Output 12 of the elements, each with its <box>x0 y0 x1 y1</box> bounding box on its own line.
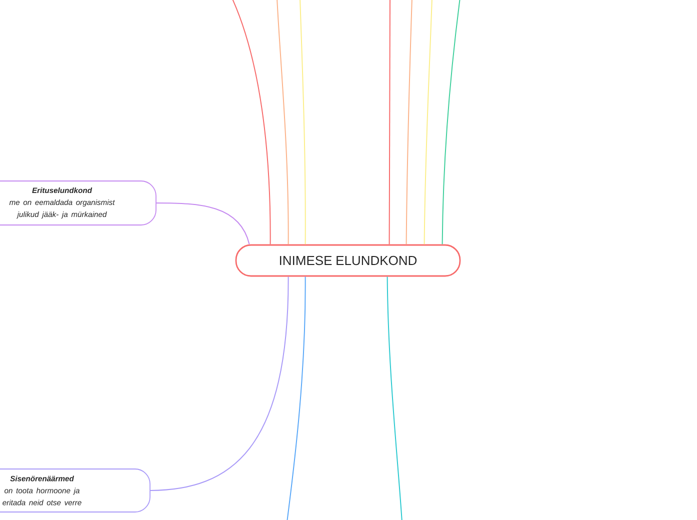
connector-line <box>424 0 432 245</box>
connector-line <box>232 0 271 245</box>
connector-line <box>442 0 460 245</box>
connector-line <box>156 202 250 245</box>
connector-line <box>406 0 412 245</box>
connector-line <box>150 276 289 491</box>
connector-line <box>300 0 306 245</box>
central-topic-box: INIMESE ELUNDKOND <box>235 244 461 277</box>
connector-line <box>286 276 306 520</box>
connector-line <box>388 0 390 245</box>
connector-line <box>276 0 289 245</box>
connector-line <box>386 276 402 520</box>
